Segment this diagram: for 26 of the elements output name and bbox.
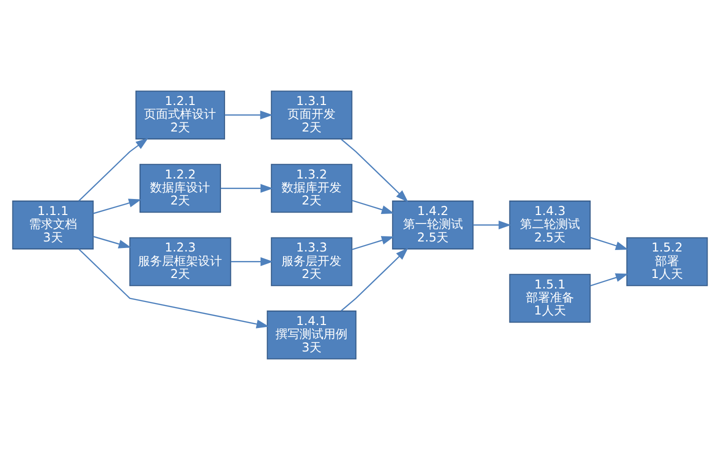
arrow [352, 199, 394, 214]
arrow [220, 183, 274, 192]
arrow [340, 247, 408, 311]
node-box: 1.3.1 页面开发 2天 [270, 90, 352, 139]
arrow [590, 236, 628, 250]
arrow [224, 110, 273, 119]
arrow [78, 248, 270, 328]
node-box: 1.2.3 服务层框架设计 2天 [129, 236, 232, 286]
node-box: 1.4.1 撰写测试用例 3天 [266, 310, 356, 359]
arrow [93, 235, 132, 248]
node-box: 1.4.3 第二轮测试 2.5天 [509, 200, 591, 249]
arrow [93, 198, 142, 214]
node-box: 1.2.2 数据库设计 2天 [140, 163, 221, 212]
arrow [473, 220, 512, 229]
node-box: 1.3.2 数据库开发 2天 [270, 163, 352, 212]
arrow [352, 236, 394, 250]
node-box: 1.2.1 页面式样设计 2天 [135, 90, 226, 139]
node-box: 1.1.1 需求文档 3天 [12, 200, 94, 249]
arrow [230, 256, 274, 266]
arrow [590, 272, 628, 286]
node-box: 1.3.3 服务层开发 2天 [270, 236, 352, 286]
node-box: 1.5.1 部署准备 1人天 [509, 273, 591, 322]
arrow [340, 138, 408, 202]
node-box: 1.5.2 部署 1人天 [626, 236, 708, 286]
node-box: 1.4.2 第一轮测试 2.5天 [392, 200, 474, 249]
arrow [78, 137, 148, 201]
